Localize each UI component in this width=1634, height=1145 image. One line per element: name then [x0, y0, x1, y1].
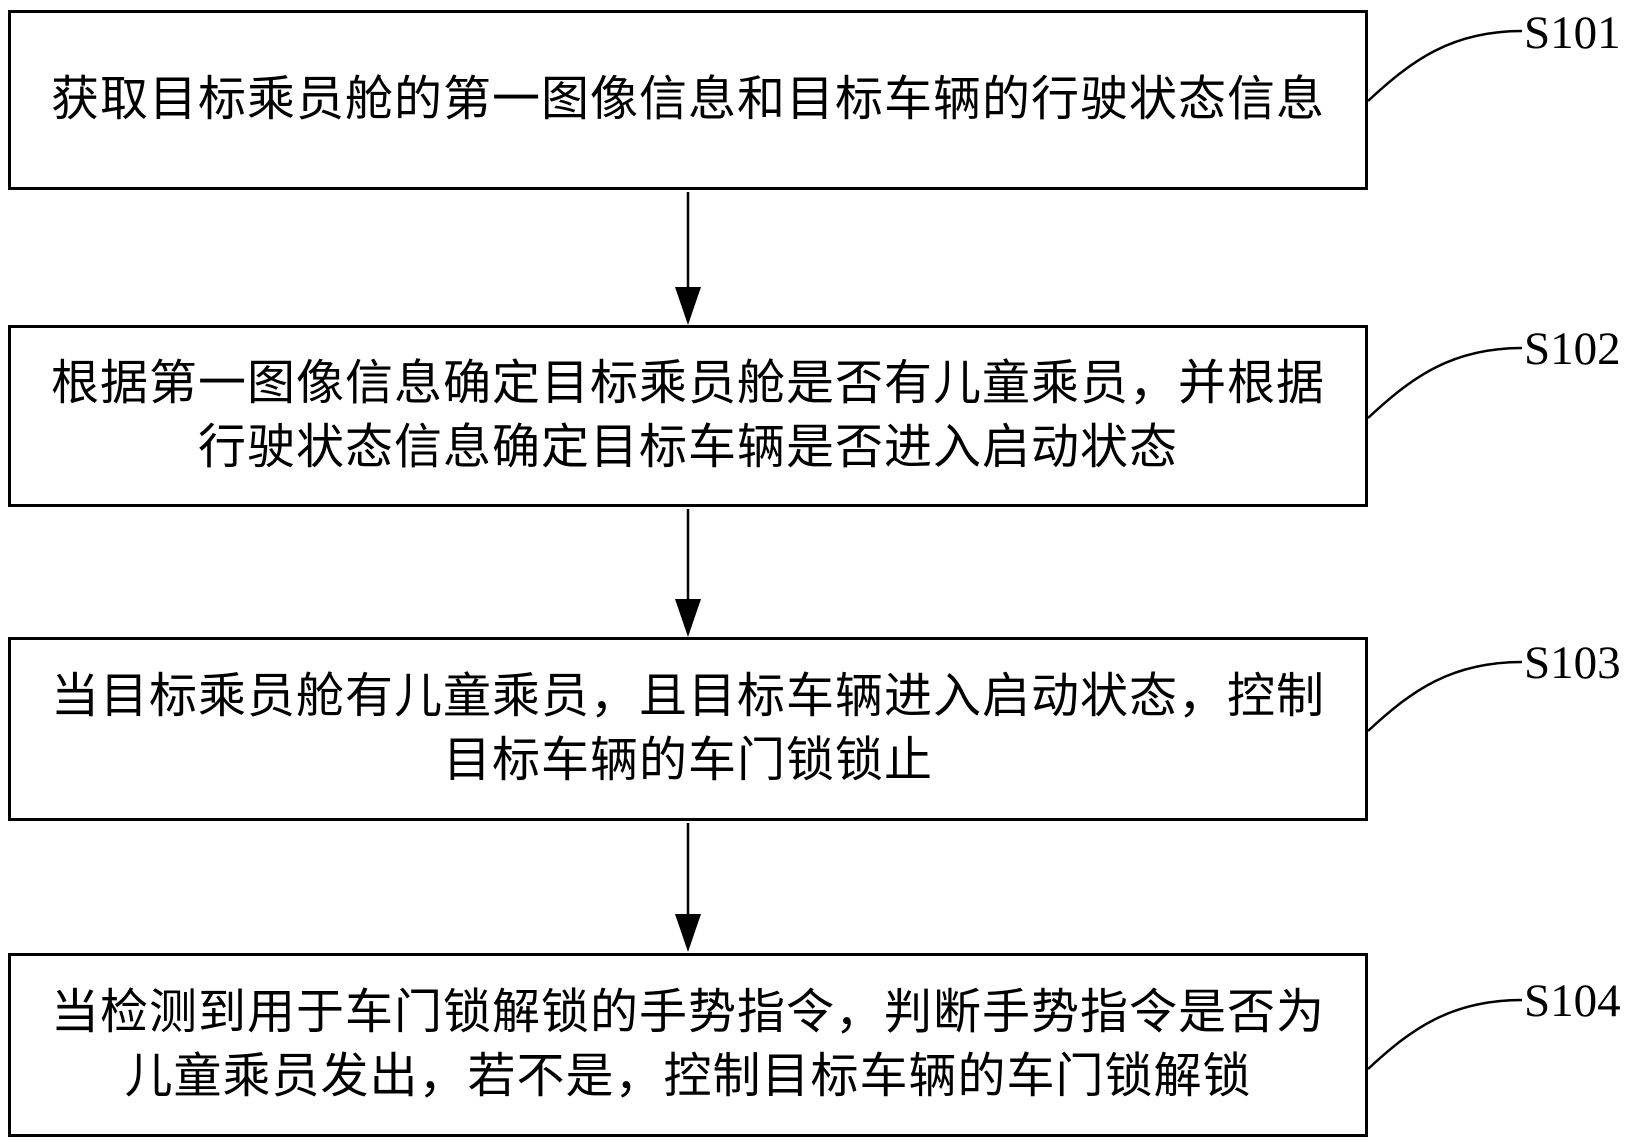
leader-line-s104: [1367, 998, 1523, 1070]
flow-box-s104: 当检测到用于车门锁解锁的手势指令，判断手势指令是否为 儿童乘员发出，若不是，控制…: [8, 953, 1368, 1137]
flow-box-s102: 根据第一图像信息确定目标乘员舱是否有儿童乘员，并根据 行驶状态信息确定目标车辆是…: [8, 325, 1368, 507]
flow-arrow-2: [675, 509, 701, 637]
step-label-s103: S103: [1524, 637, 1621, 689]
flow-box-s103: 当目标乘员舱有儿童乘员，且目标车辆进入启动状态，控制 目标车辆的车门锁锁止: [8, 637, 1368, 821]
leader-line-s102: [1367, 346, 1523, 419]
step-label-s102: S102: [1524, 323, 1621, 375]
step-label-s104: S104: [1524, 975, 1621, 1027]
flow-arrow-1: [675, 192, 701, 325]
box-text-line: 根据第一图像信息确定目标乘员舱是否有儿童乘员，并根据: [50, 357, 1325, 410]
box-text-line: 儿童乘员发出，若不是，控制目标车辆的车门锁解锁: [124, 1050, 1252, 1103]
box-text-line: 目标车辆的车门锁锁止: [442, 734, 933, 787]
step-label-s101: S101: [1524, 7, 1621, 59]
box-text-line: 行驶状态信息确定目标车辆是否进入启动状态: [197, 421, 1178, 474]
leader-line-s103: [1367, 660, 1523, 732]
box-text-line: 当检测到用于车门锁解锁的手势指令，判断手势指令是否为: [50, 986, 1325, 1039]
flow-arrow-3: [675, 823, 701, 952]
leader-line-s101: [1367, 29, 1523, 102]
box-text-line: 获取目标乘员舱的第一图像信息和目标车辆的行驶状态信息: [50, 73, 1325, 126]
box-text-line: 当目标乘员舱有儿童乘员，且目标车辆进入启动状态，控制: [50, 670, 1325, 723]
flow-box-s101: 获取目标乘员舱的第一图像信息和目标车辆的行驶状态信息: [8, 10, 1368, 190]
